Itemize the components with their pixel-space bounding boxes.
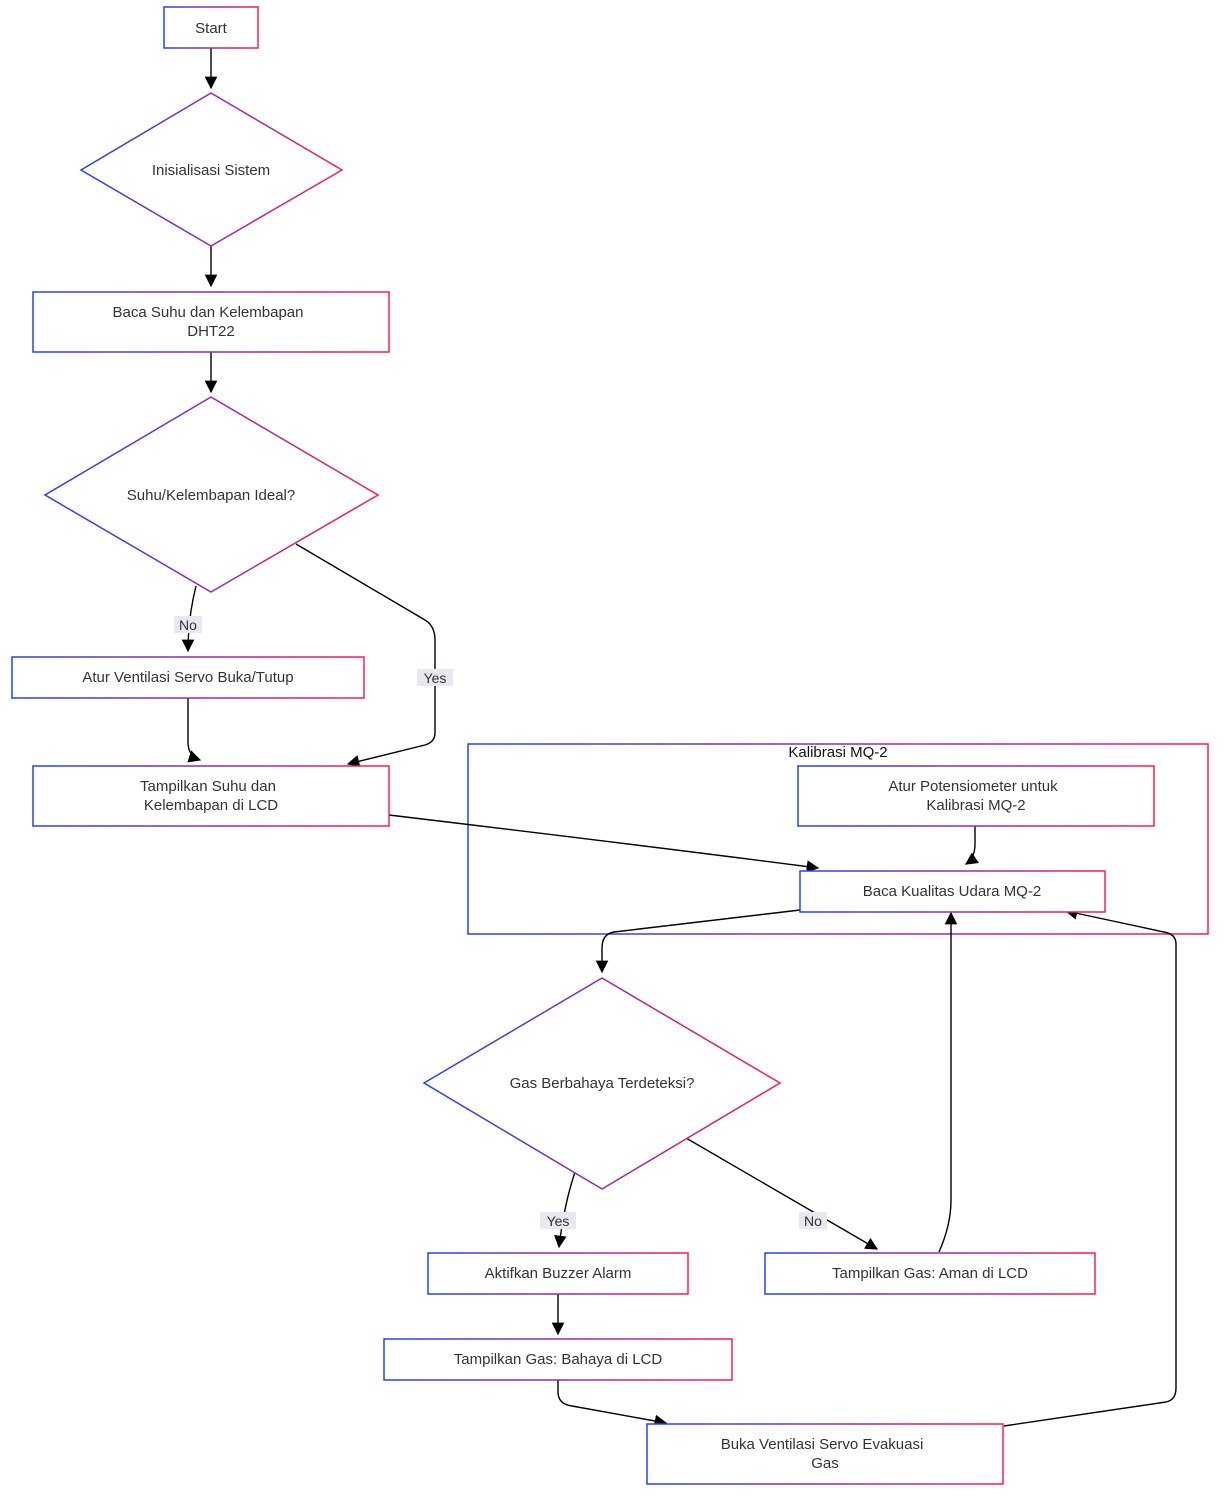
edge-ideal-yes bbox=[295, 543, 436, 768]
svg-text:Kalibrasi MQ-2: Kalibrasi MQ-2 bbox=[926, 797, 1025, 814]
node-gas-danger: Tampilkan Gas: Bahaya di LCD bbox=[383, 1338, 733, 1381]
node-read-mq2: Baca Kualitas Udara MQ-2 bbox=[799, 870, 1106, 913]
edge-label-gas-no: No bbox=[799, 1212, 827, 1229]
svg-text:No: No bbox=[179, 617, 197, 633]
svg-text:Yes: Yes bbox=[424, 670, 447, 686]
edge-labels: No Yes Yes No bbox=[174, 616, 827, 1229]
edge-read-mq2-gas bbox=[595, 909, 801, 974]
edge-show-read-mq2 bbox=[388, 814, 820, 873]
edge-servo-show bbox=[187, 698, 202, 763]
node-evac: Buka Ventilasi Servo Evakuasi Gas bbox=[646, 1423, 1004, 1485]
svg-text:Gas Berbahaya Terdeteksi?: Gas Berbahaya Terdeteksi? bbox=[510, 1075, 695, 1092]
node-read-dht: Baca Suhu dan Kelembapan DHT22 bbox=[32, 291, 390, 353]
svg-text:Yes: Yes bbox=[547, 1213, 570, 1229]
svg-text:Suhu/Kelembapan Ideal?: Suhu/Kelembapan Ideal? bbox=[127, 487, 295, 504]
svg-text:No: No bbox=[804, 1213, 822, 1229]
edge-safe-read-mq2 bbox=[938, 911, 958, 1253]
edge-pot-read-mq2 bbox=[964, 826, 979, 865]
svg-text:Buka Ventilasi Servo Evakuasi: Buka Ventilasi Servo Evakuasi bbox=[721, 1436, 924, 1453]
svg-text:Atur Ventilasi Servo Buka/Tutu: Atur Ventilasi Servo Buka/Tutup bbox=[82, 669, 293, 686]
edge-label-ideal-no: No bbox=[174, 616, 202, 633]
svg-text:Tampilkan Gas: Bahaya di LCD: Tampilkan Gas: Bahaya di LCD bbox=[454, 1351, 663, 1368]
cluster-title: Kalibrasi MQ-2 bbox=[788, 744, 887, 761]
cluster-kalibrasi-mq2: Kalibrasi MQ-2 bbox=[467, 743, 1209, 935]
svg-text:Baca Kualitas Udara MQ-2: Baca Kualitas Udara MQ-2 bbox=[863, 883, 1041, 900]
svg-text:Gas: Gas bbox=[811, 1455, 839, 1472]
node-show-temp: Tampilkan Suhu dan Kelembapan di LCD bbox=[32, 765, 390, 827]
node-start: Start bbox=[163, 6, 259, 49]
svg-text:Tampilkan Suhu dan: Tampilkan Suhu dan bbox=[140, 778, 276, 795]
svg-text:Atur Potensiometer untuk: Atur Potensiometer untuk bbox=[888, 778, 1058, 795]
svg-text:Kelembapan di LCD: Kelembapan di LCD bbox=[144, 797, 278, 814]
node-pot-calib: Atur Potensiometer untuk Kalibrasi MQ-2 bbox=[797, 765, 1155, 827]
node-servo-adjust: Atur Ventilasi Servo Buka/Tutup bbox=[11, 656, 365, 699]
edge-danger-evac bbox=[557, 1380, 668, 1428]
node-gas-safe: Tampilkan Gas: Aman di LCD bbox=[764, 1252, 1096, 1295]
svg-text:Aktifkan Buzzer Alarm: Aktifkan Buzzer Alarm bbox=[485, 1265, 632, 1282]
edge-label-gas-yes: Yes bbox=[540, 1212, 576, 1229]
svg-text:Start: Start bbox=[195, 20, 228, 37]
node-ideal-decision: Suhu/Kelembapan Ideal? bbox=[43, 396, 380, 593]
svg-text:DHT22: DHT22 bbox=[187, 323, 235, 340]
svg-text:Inisialisasi Sistem: Inisialisasi Sistem bbox=[152, 162, 270, 179]
node-buzzer: Aktifkan Buzzer Alarm bbox=[427, 1252, 689, 1295]
edge-gas-yes bbox=[554, 1171, 576, 1249]
svg-text:Baca Suhu dan Kelembapan: Baca Suhu dan Kelembapan bbox=[113, 304, 304, 321]
edge-label-ideal-yes: Yes bbox=[417, 669, 453, 686]
node-gas-decision: Gas Berbahaya Terdeteksi? bbox=[422, 977, 782, 1190]
node-init-decision: Inisialisasi Sistem bbox=[79, 92, 344, 247]
edge-evac-read-mq2 bbox=[1003, 907, 1177, 1427]
edges bbox=[181, 48, 1177, 1428]
edge-gas-no bbox=[685, 1137, 879, 1250]
svg-text:Tampilkan Gas: Aman di LCD: Tampilkan Gas: Aman di LCD bbox=[832, 1265, 1028, 1282]
